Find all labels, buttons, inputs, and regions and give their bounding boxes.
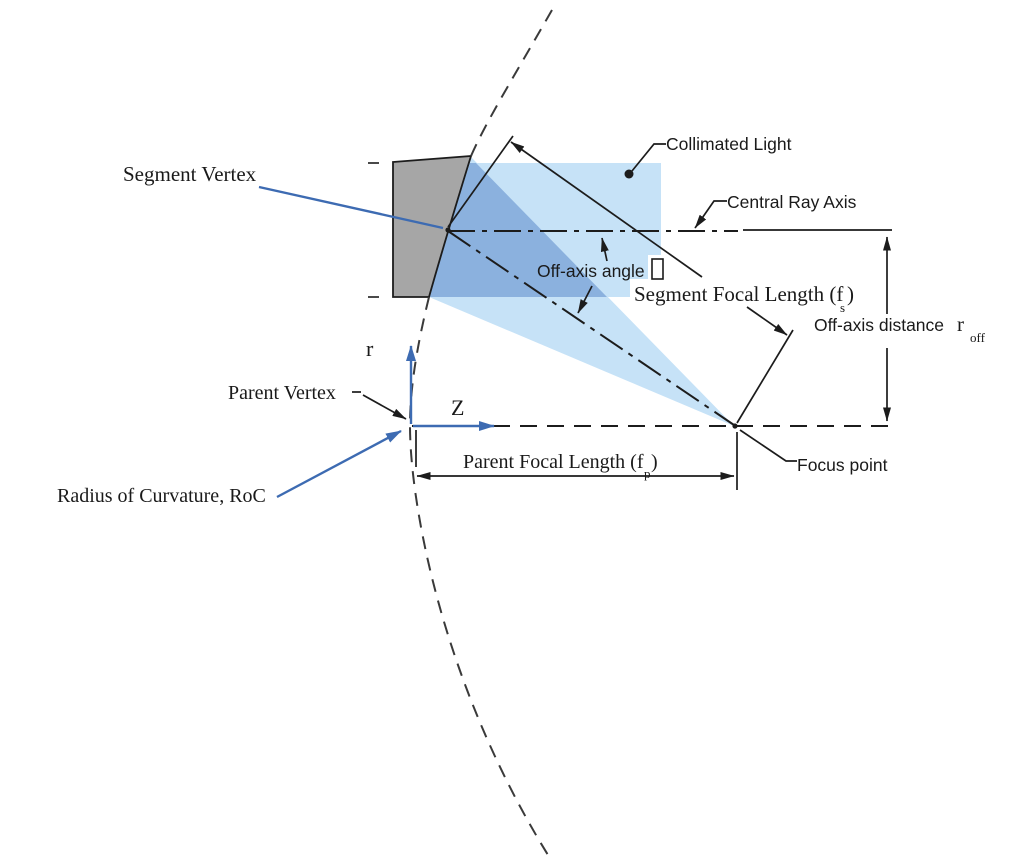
blue-annotations xyxy=(258,185,495,499)
off-axis-angle-dimension xyxy=(577,237,609,314)
segment-vertex-point xyxy=(445,227,451,233)
parent-vertex-leader xyxy=(362,394,407,420)
segment-focal-length-label: Segment Focal Length (f xyxy=(634,282,843,306)
collimated-light-label: Collimated Light xyxy=(666,134,792,154)
parabola-lower-arc xyxy=(408,296,549,856)
radius-of-curvature-arrow xyxy=(276,429,402,499)
rays-and-axes xyxy=(412,229,892,427)
segment-vertex-leader xyxy=(258,185,444,230)
off-axis-distance-label: Off-axis distance xyxy=(814,315,944,335)
label-leaders xyxy=(352,143,797,462)
reflected-central-ray-line xyxy=(447,230,735,426)
angle-arrow-up xyxy=(600,237,609,262)
focus-point-marker xyxy=(732,423,738,429)
off-axis-distance-subscript: off xyxy=(970,330,986,345)
sfl-extension-line-focus xyxy=(736,329,794,424)
sfl-extension-line-vertex xyxy=(447,135,514,228)
focus-point-leader xyxy=(739,429,797,462)
parent-focal-length-dimension xyxy=(415,430,738,490)
segment-focal-length-dimension xyxy=(447,135,794,424)
focus-point-label: Focus point xyxy=(797,455,888,475)
text-labels: Segment Vertex Collimated Light Central … xyxy=(57,134,986,507)
sfl-dimension-line-upper xyxy=(510,141,703,278)
light-beams xyxy=(429,157,860,426)
parent-focal-length-close: ) xyxy=(651,451,658,473)
z-axis-label: Z xyxy=(451,395,464,420)
central-ray-axis-leader xyxy=(697,200,727,225)
segment-focal-length-sub: s xyxy=(840,300,845,315)
segment-vertex-label: Segment Vertex xyxy=(123,162,257,186)
parent-vertex-label: Parent Vertex xyxy=(228,382,336,404)
parent-parabola xyxy=(408,9,553,856)
off-axis-distance-symbol: r xyxy=(957,312,964,336)
parabola-upper-arc xyxy=(470,9,553,157)
sfl-dimension-line-lower xyxy=(746,306,788,336)
missing-glyph-box xyxy=(651,258,664,280)
r-axis-label: r xyxy=(366,336,374,361)
central-ray-axis-leader-arrow xyxy=(694,214,707,229)
angle-arrow-down xyxy=(577,285,593,314)
segment-focal-length-close: ) xyxy=(847,282,854,306)
parent-focal-length-label: Parent Focal Length (f xyxy=(463,451,644,473)
off-axis-angle-label: Off-axis angle xyxy=(537,261,645,281)
parent-focal-length-sub: p xyxy=(644,466,651,481)
central-ray-axis-label: Central Ray Axis xyxy=(727,192,857,212)
radius-of-curvature-label: Radius of Curvature, RoC xyxy=(57,485,266,507)
collimated-light-leader xyxy=(631,143,666,172)
collimated-light-dot xyxy=(624,169,634,179)
